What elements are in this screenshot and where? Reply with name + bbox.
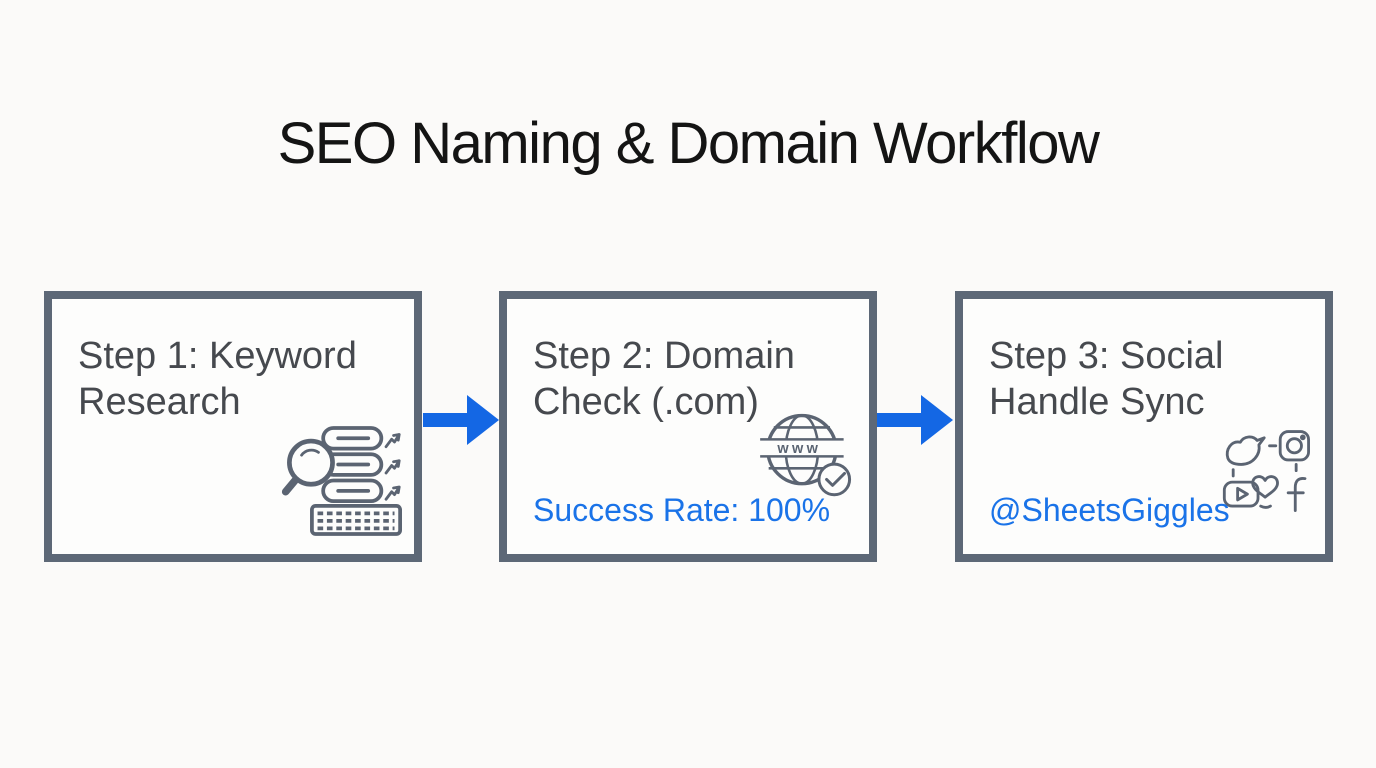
domain-globe-check-icon: www xyxy=(759,407,855,499)
facebook-icon xyxy=(1286,477,1307,512)
arrow-shaft xyxy=(877,413,921,427)
twitter-bird-icon xyxy=(1225,435,1266,466)
checkmark-icon xyxy=(817,462,852,497)
step-box-2: Step 2: Domain Check (.com) www xyxy=(499,291,877,562)
step-3-label: Step 3: Social Handle Sync xyxy=(989,335,1224,423)
www-label: www xyxy=(776,441,821,457)
keyword-research-icon xyxy=(280,425,402,536)
arrow-head xyxy=(921,395,953,445)
keyboard-icon xyxy=(310,503,402,536)
arrow-shaft xyxy=(423,413,467,427)
step-2-label: Step 2: Domain Check (.com) xyxy=(533,335,795,423)
step-1-label: Step 1: Keyword Research xyxy=(78,335,357,423)
arrow-head xyxy=(467,395,499,445)
arrow-right-icon xyxy=(423,395,499,445)
page-title: SEO Naming & Domain Workflow xyxy=(277,110,1100,176)
heart-icon xyxy=(1251,475,1279,499)
social-handle-text: @SheetsGiggles xyxy=(989,492,1230,528)
magnifier-icon xyxy=(281,438,335,496)
step-box-3: Step 3: Social Handle Sync xyxy=(955,291,1333,562)
instagram-icon xyxy=(1278,430,1310,462)
social-handles-icon xyxy=(1219,427,1313,516)
success-rate-text: Success Rate: 100% xyxy=(533,492,831,528)
youtube-icon xyxy=(1222,480,1260,508)
arrow-right-icon xyxy=(877,395,953,445)
trend-up-arrows-icon xyxy=(384,433,401,501)
step-box-1: Step 1: Keyword Research xyxy=(44,291,422,562)
